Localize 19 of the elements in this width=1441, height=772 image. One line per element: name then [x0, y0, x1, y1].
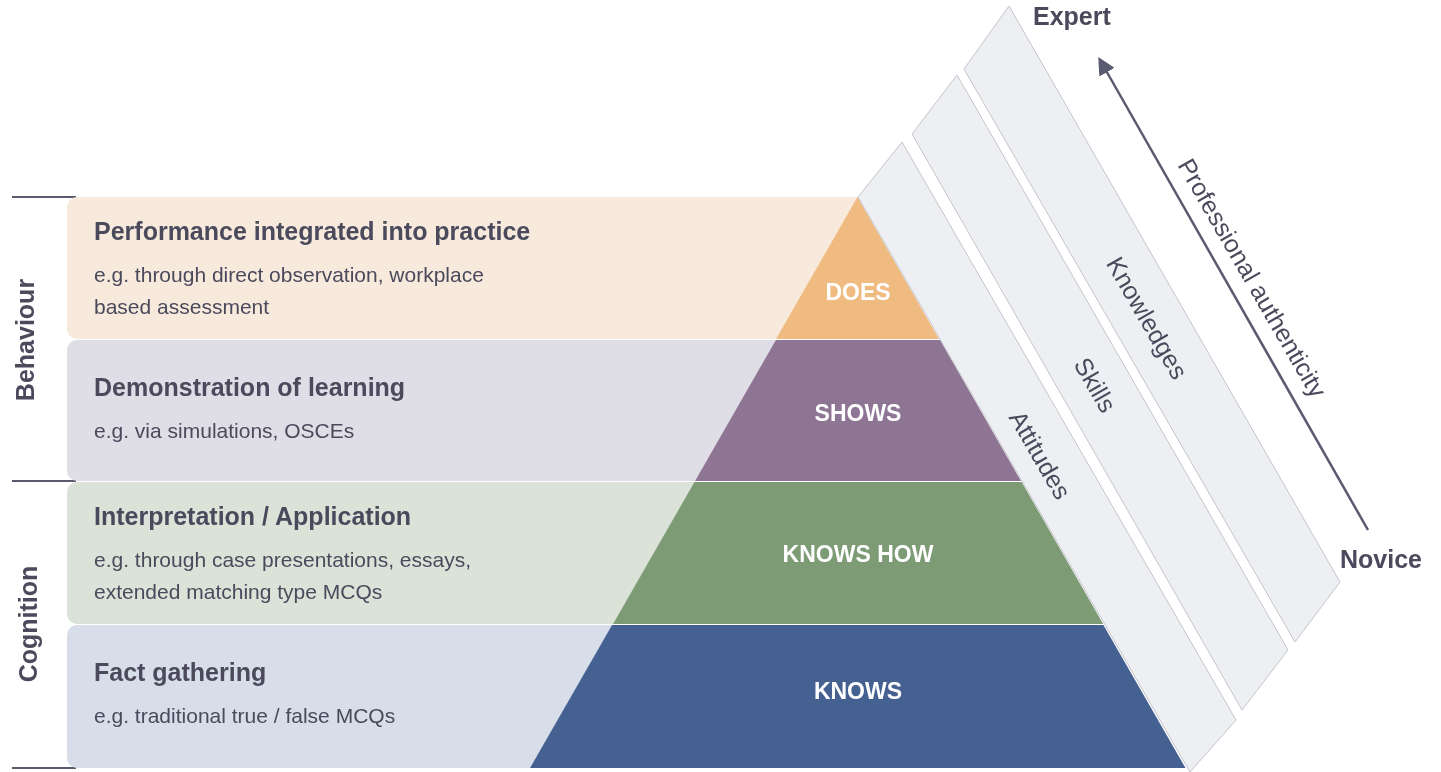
scale-label: Novice — [1340, 545, 1422, 574]
level-description: e.g. through case presentations, essays, extended matching type MCQs — [94, 547, 473, 605]
level-label: SHOWS — [814, 399, 902, 427]
level-label: DOES — [825, 278, 891, 306]
level-heading: Interpretation / Application — [94, 502, 412, 531]
level-label: KNOWS — [813, 677, 903, 705]
level-label: KNOWS HOW — [782, 540, 934, 568]
pyramid-level — [776, 197, 940, 339]
level-description: e.g. through direct observation, workplace based assessment — [94, 262, 485, 320]
pyramid-level — [530, 625, 1186, 768]
level-heading: Fact gathering — [94, 658, 267, 687]
level-description: e.g. via simulations, OSCEs — [94, 418, 356, 444]
group-label: Cognition — [13, 565, 43, 683]
scale-label: Expert — [1033, 2, 1111, 31]
competency-strip — [964, 6, 1340, 642]
level-heading: Performance integrated into practice — [94, 217, 531, 246]
level-heading: Demonstration of learning — [94, 373, 406, 402]
level-description: e.g. traditional true / false MCQs — [94, 703, 397, 729]
group-label: Behaviour — [10, 278, 40, 402]
